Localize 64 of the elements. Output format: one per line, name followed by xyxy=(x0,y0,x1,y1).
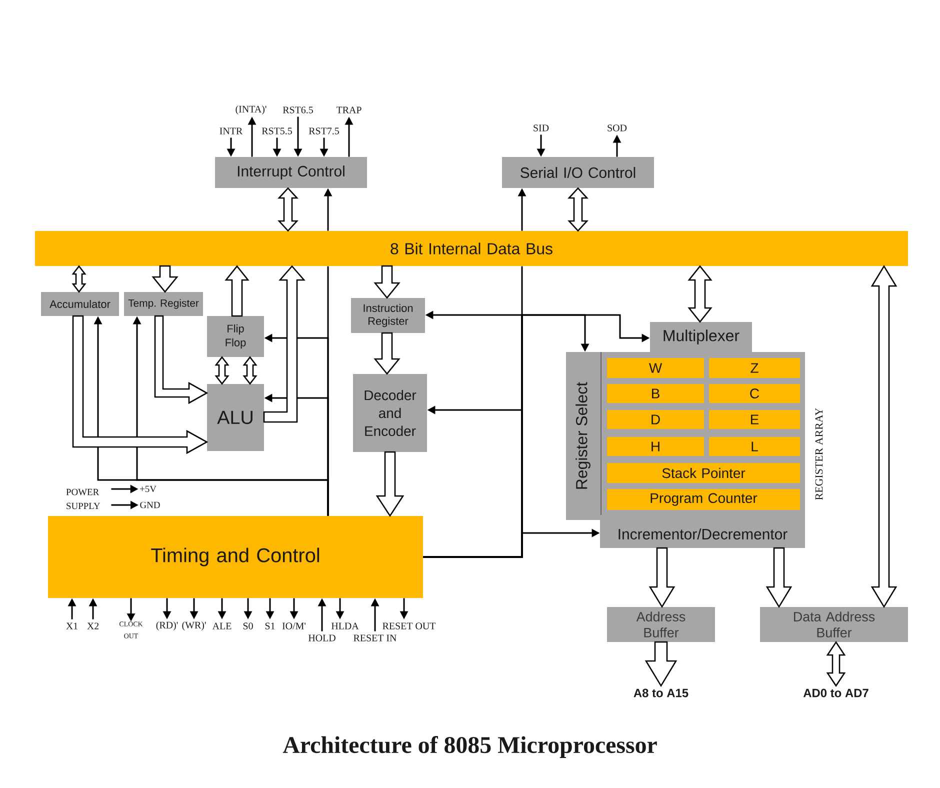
bus-arrow xyxy=(154,315,208,404)
signal-label: (RD)' xyxy=(156,621,178,631)
signal-label: ALE xyxy=(212,622,232,630)
incrementor-label: Incrementor/Decrementor xyxy=(618,528,788,540)
register-cell: H xyxy=(607,437,704,456)
multiplexer-block: Multiplexer xyxy=(650,322,752,352)
bus-label: A8 to A15 xyxy=(634,688,688,698)
signal-label: GND xyxy=(140,502,160,508)
signal-label: RST5.5 xyxy=(262,128,292,134)
signal-label: RST6.5 xyxy=(282,106,313,114)
bus-arrow xyxy=(644,641,678,688)
bus-arrow xyxy=(72,315,208,454)
register-cell: D xyxy=(607,410,704,429)
signal-label: TRAP xyxy=(336,106,362,114)
signal-label: X2 xyxy=(87,622,99,630)
signal-label: S1 xyxy=(265,622,275,630)
signal-label: INTR xyxy=(220,128,243,134)
register-cell: W xyxy=(607,358,704,378)
register-cell: Program Counter xyxy=(607,489,800,510)
bus-arrow xyxy=(374,332,400,375)
signal-label: IO/M' xyxy=(282,622,306,630)
signal-label: RESET IN xyxy=(354,634,396,642)
bus-arrow xyxy=(766,547,792,608)
title: Architecture of 8085 Microprocessor xyxy=(282,736,657,758)
alu-block: ALU xyxy=(207,384,264,451)
data-bus-band: 8 Bit Internal Data Bus xyxy=(35,231,908,266)
buffer-block: Address Buffer xyxy=(607,607,715,642)
control-block: Serial I/O Control xyxy=(502,157,654,188)
signal-label: SID xyxy=(534,124,549,132)
signal-label: SOD xyxy=(608,124,627,132)
register-cell: Stack Pointer xyxy=(607,463,800,483)
bus-arrow xyxy=(648,547,676,608)
register-block: Instruction Register xyxy=(351,298,425,333)
flip-flop-block: Flip Flop xyxy=(207,316,264,357)
bus-arrow xyxy=(224,265,250,317)
bus-arrow xyxy=(263,265,306,423)
register-cell: E xyxy=(709,410,800,429)
register-block: Temp. Register xyxy=(124,292,203,316)
bus-arrow xyxy=(152,265,178,293)
signal-label: HLDA xyxy=(331,622,359,630)
signal-label: RESET OUT xyxy=(382,622,436,630)
signal-label: (WR)' xyxy=(182,621,206,631)
control-block: Interrupt Control xyxy=(215,157,367,188)
power-label: POWER SUPPLY xyxy=(66,488,100,510)
bus-arrow xyxy=(374,265,400,299)
register-block: Accumulator xyxy=(41,292,119,316)
signal-label: RST7.5 xyxy=(308,128,339,134)
node-label: Multiplexer xyxy=(664,330,740,344)
register-cell: B xyxy=(607,384,704,403)
register-select-label: Register Select xyxy=(576,382,590,489)
signal-label: S0 xyxy=(243,622,253,630)
register-cell: C xyxy=(709,384,800,403)
array-label: REGISTER ARRAY xyxy=(815,408,823,500)
signal-label: (INTA)' xyxy=(236,105,266,115)
register-cell: Z xyxy=(709,358,800,378)
bus-arrow xyxy=(376,451,404,517)
buffer-block: Data Address Buffer xyxy=(760,607,908,642)
signal-label: +5V xyxy=(140,486,156,492)
signal-label: X1 xyxy=(66,622,78,630)
register-cell: L xyxy=(709,437,800,456)
timing-control-block: Timing and Control xyxy=(48,516,423,598)
signal-label: HOLD xyxy=(308,634,336,642)
bus-label: AD0 to AD7 xyxy=(803,688,868,698)
decoder-block: Decoder and Encoder xyxy=(353,374,427,452)
